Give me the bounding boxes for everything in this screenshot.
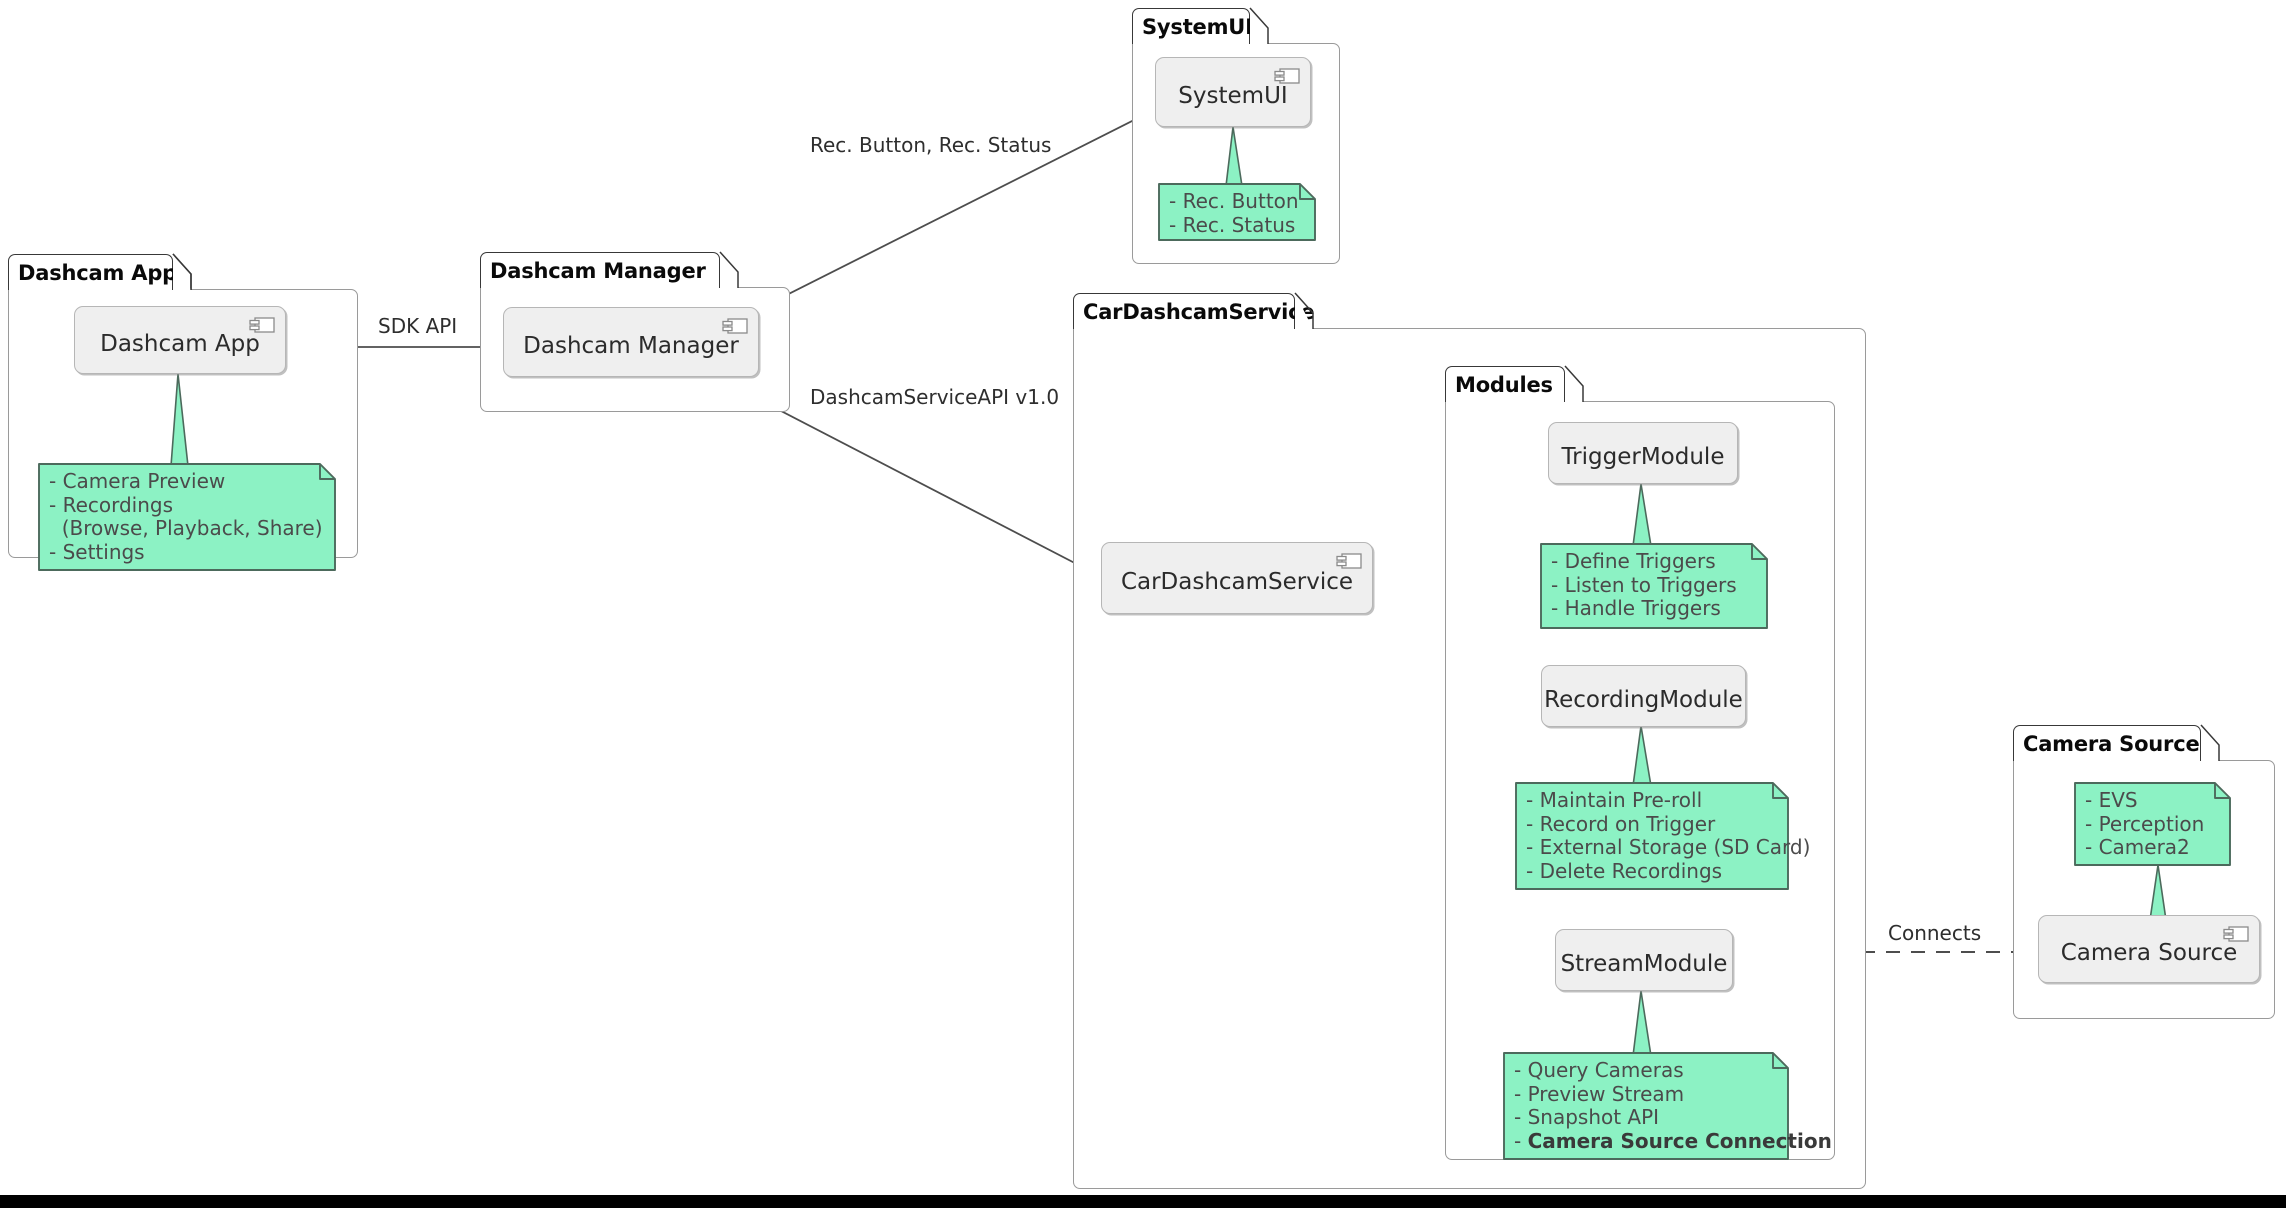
edge-label-connects: Connects [1888,921,1982,945]
component-camera-source-label: Camera Source [2060,940,2238,966]
note-shape [1158,183,1316,241]
package-modules: Modules TriggerModule - Define Triggers … [1445,365,1835,1162]
component-system-ui[interactable]: SystemUI [1155,57,1311,127]
note-recording-module: - Maintain Pre-roll - Record on Trigger … [1513,780,1811,892]
package-dashcam-manager: Dashcam Manager Dashcam Manager [480,251,790,412]
bottom-border-bar [0,1195,2286,1208]
package-tab-slant [719,251,739,288]
package-dashcam-app-title: Dashcam App [18,260,177,285]
package-tab-slant [2200,724,2220,761]
note-shape [1503,1052,1789,1160]
package-system-ui: SystemUI SystemUI - Rec. Button - Rec. S… [1132,7,1340,264]
note-stream-module: - Query Cameras - Preview Stream - Snaps… [1501,1050,1832,1162]
package-car-dashcam-service-title: CarDashcamService [1083,299,1315,324]
note-camera-source: - EVS - Perception - Camera2 [2072,780,2233,868]
component-car-dashcam-service-label: CarDashcamService [1120,569,1354,595]
component-recording-module-label: RecordingModule [1544,687,1743,713]
package-modules-title: Modules [1455,372,1553,397]
package-camera-source-tab: Camera Source [2013,725,2201,761]
package-camera-source: Camera Source - EVS - Perception - Camer… [2013,724,2275,1019]
note-dashcam-app: - Camera Preview - Recordings (Browse, P… [36,461,338,573]
package-camera-source-title: Camera Source [2023,731,2200,756]
uml-component-icon [722,318,748,334]
package-dashcam-manager-title: Dashcam Manager [490,258,706,283]
package-tab-slant [1294,292,1314,329]
component-trigger-module[interactable]: TriggerModule [1548,422,1738,484]
edge-label-rec-button-status: Rec. Button, Rec. Status [810,133,1052,157]
component-camera-source[interactable]: Camera Source [2038,915,2260,983]
package-dashcam-app: Dashcam App Dashcam App - [8,253,358,571]
uml-component-icon [1274,68,1300,84]
package-system-ui-title: SystemUI [1142,14,1253,39]
note-camera-source-text: - EVS - Perception - Camera2 [2085,788,2205,859]
package-modules-tab: Modules [1445,366,1565,402]
note-stream-module-text: - Query Cameras - Preview Stream - Snaps… [1514,1058,1832,1153]
component-recording-module[interactable]: RecordingModule [1541,665,1746,727]
note-trigger-module: - Define Triggers - Listen to Triggers -… [1538,541,1770,631]
package-car-dashcam-service-tab: CarDashcamService [1073,293,1315,329]
package-dashcam-manager-tab: Dashcam Manager [480,252,720,288]
note-system-ui: - Rec. Button - Rec. Status [1156,181,1318,243]
package-tab-slant [172,253,192,290]
component-car-dashcam-service[interactable]: CarDashcamService [1101,542,1373,614]
package-dashcam-app-tab: Dashcam App [8,254,177,290]
note-shape [38,463,336,571]
note-anchors-modules [1632,483,1652,1057]
component-stream-module-label: StreamModule [1560,951,1728,977]
note-dashcam-app-text: - Camera Preview - Recordings (Browse, P… [49,469,323,564]
component-dashcam-manager[interactable]: Dashcam Manager [503,307,759,377]
package-system-ui-tab: SystemUI [1132,8,1253,44]
note-recording-module-text: - Maintain Pre-roll - Record on Trigger … [1526,788,1811,883]
note-shape [1540,543,1768,629]
uml-component-icon [1336,553,1362,569]
note-shape [2074,782,2231,866]
edge-label-sdk-api: SDK API [378,314,458,338]
uml-component-icon [2223,926,2249,942]
component-stream-module[interactable]: StreamModule [1555,929,1733,991]
component-dashcam-manager-label: Dashcam Manager [523,333,739,359]
component-system-ui-label: SystemUI [1178,83,1288,109]
uml-component-icon [249,317,275,333]
component-trigger-module-label: TriggerModule [1561,444,1725,470]
note-trigger-module-text: - Define Triggers - Listen to Triggers -… [1551,549,1737,620]
edge-label-dashcam-service-api: DashcamServiceAPI v1.0 [810,385,1060,409]
package-tab-slant [1249,7,1269,44]
component-dashcam-app-label: Dashcam App [100,331,260,357]
note-system-ui-text: - Rec. Button - Rec. Status [1169,189,1299,237]
component-dashcam-app[interactable]: Dashcam App [74,306,286,374]
package-tab-slant [1564,365,1584,402]
